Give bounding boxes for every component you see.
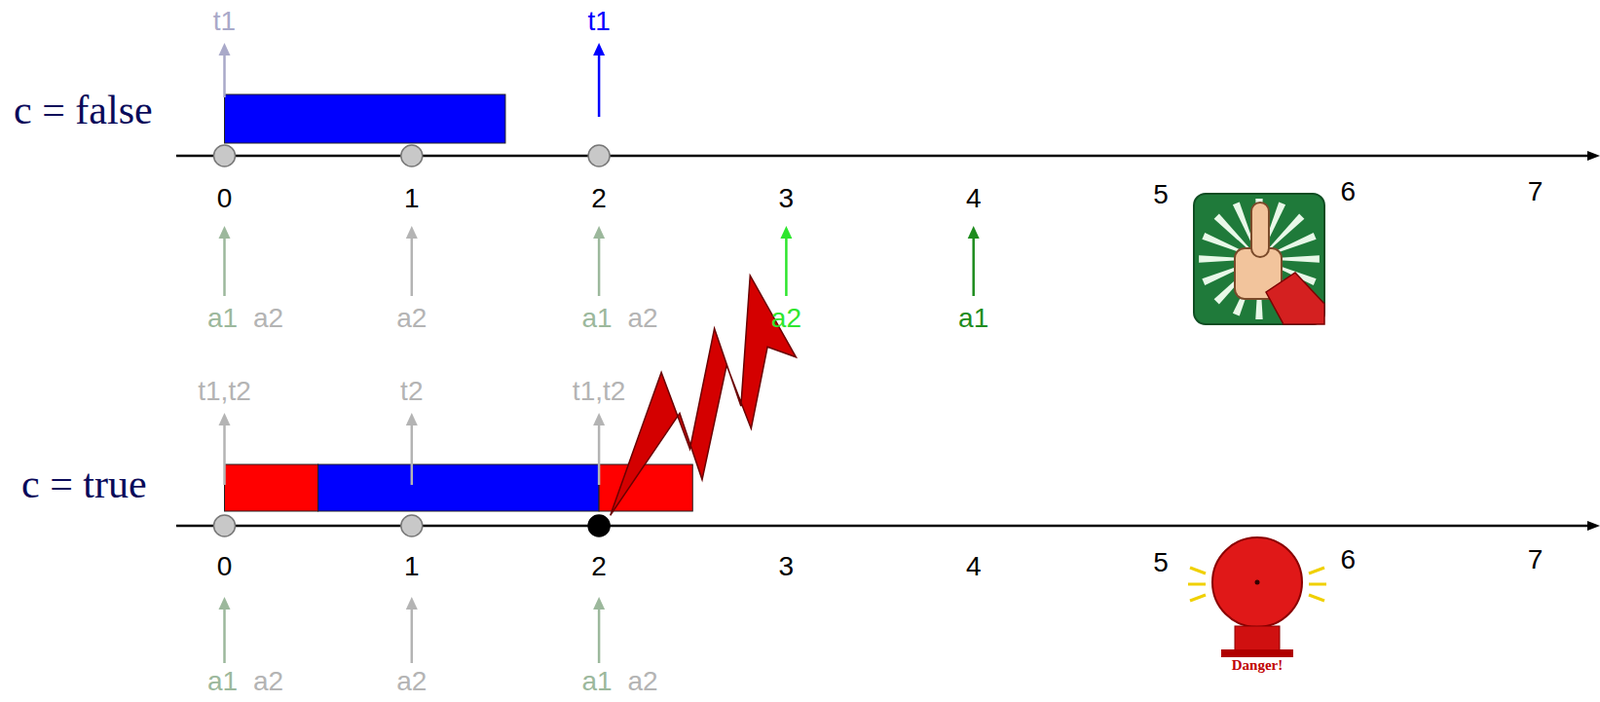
axis-arrowhead [1587, 150, 1600, 161]
arrowhead [406, 412, 418, 426]
axis-tick-label: 3 [779, 553, 795, 581]
event-arrow [410, 422, 414, 485]
time-point [401, 145, 423, 167]
axis-tick-label: 5 [1153, 181, 1169, 209]
event-label: a2 [628, 304, 659, 333]
event-label: a2 [253, 668, 284, 696]
event-label: a2 [396, 304, 427, 333]
event-arrow [597, 606, 601, 664]
axis-tick-label: 3 [779, 185, 795, 213]
arrowhead [593, 412, 605, 426]
time-point [214, 145, 236, 167]
task-bar [224, 94, 506, 144]
event-label: a1 [582, 668, 613, 696]
time-point [214, 515, 236, 537]
event-arrow [597, 235, 601, 297]
time-point [401, 515, 423, 537]
event-label: a2 [628, 668, 659, 696]
arrowhead [593, 225, 605, 239]
time-point [588, 515, 610, 537]
timeline-condition: c = true [21, 463, 148, 505]
axis-tick-label: 6 [1340, 178, 1357, 206]
task-bar [318, 464, 599, 512]
time-label: t1 [587, 7, 610, 36]
danger-bell-icon [1188, 537, 1327, 658]
event-label: a1 [207, 668, 238, 696]
event-arrow [971, 235, 975, 297]
arrowhead [406, 596, 418, 610]
axis-tick-label: 6 [1340, 546, 1357, 574]
arrowhead [593, 42, 605, 56]
arrowhead [967, 225, 980, 239]
event-arrow [223, 606, 226, 664]
event-label: a2 [771, 304, 802, 333]
time-point [588, 145, 610, 167]
axis-tick-label: 4 [966, 185, 982, 213]
arrowhead [219, 596, 231, 610]
event-arrow [223, 422, 226, 485]
arrowhead [780, 225, 792, 239]
event-arrow [223, 52, 226, 98]
axis-tick-label: 4 [966, 553, 982, 581]
task-label: t2 [400, 377, 423, 406]
thumbs-up-icon [1193, 193, 1325, 325]
arrowhead [593, 596, 605, 610]
event-arrow [410, 235, 414, 297]
event-arrow [784, 235, 788, 297]
time-axis [176, 154, 1592, 158]
axis-tick-label: 7 [1527, 546, 1544, 574]
event-label: a2 [253, 304, 284, 333]
arrowhead [219, 225, 231, 239]
axis-tick-label: 0 [217, 553, 233, 581]
timeline-condition: c = false [13, 89, 153, 131]
task-bar [224, 464, 319, 512]
warning-text: Danger! [1231, 658, 1284, 673]
time-axis [176, 524, 1592, 528]
axis-tick-label: 1 [404, 185, 420, 213]
arrowhead [406, 225, 418, 239]
axis-tick-label: 1 [404, 553, 420, 581]
event-arrow [223, 235, 226, 297]
event-label: a1 [582, 304, 613, 333]
axis-tick-label: 2 [591, 553, 607, 581]
event-arrow [410, 606, 414, 664]
axis-tick-label: 2 [591, 185, 607, 213]
axis-tick-label: 7 [1527, 178, 1544, 206]
event-arrow [597, 52, 601, 117]
task-label: t1,t2 [572, 377, 626, 406]
time-label: t1 [213, 7, 236, 36]
event-arrow [597, 422, 601, 485]
task-label: t1,t2 [197, 377, 251, 406]
event-label: a2 [396, 668, 427, 696]
event-label: a1 [207, 304, 238, 333]
arrowhead [219, 42, 231, 56]
axis-tick-label: 0 [217, 185, 233, 213]
task-bar [598, 464, 693, 512]
event-label: a1 [958, 304, 989, 333]
arrowhead [219, 412, 231, 426]
axis-arrowhead [1587, 520, 1600, 531]
lightning-bolt [610, 275, 797, 516]
axis-tick-label: 5 [1153, 549, 1169, 577]
